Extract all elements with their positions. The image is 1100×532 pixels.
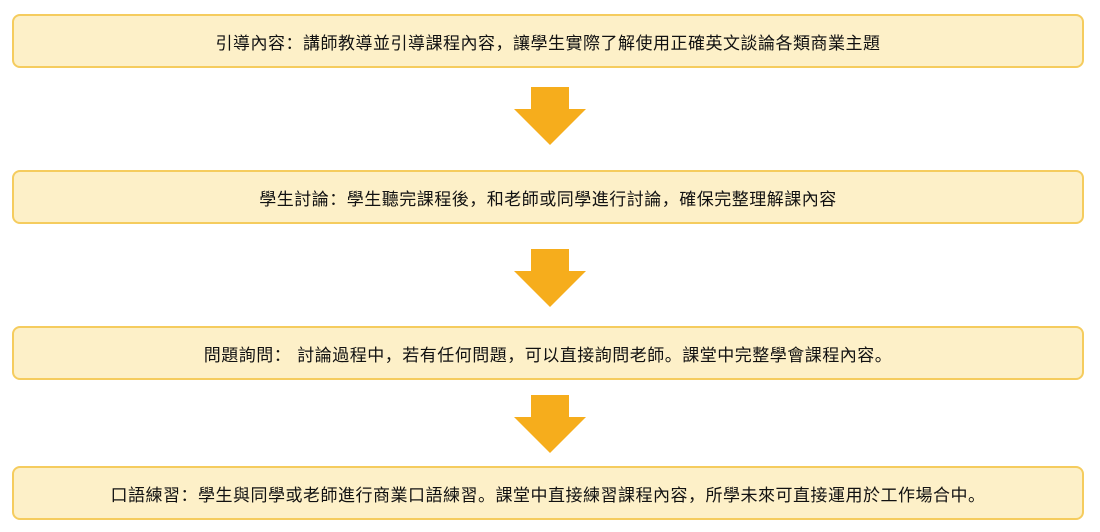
step-text-1: 引導內容：講師教導並引導課程內容，讓學生實際了解使用正確英文談論各類商業主題 xyxy=(215,33,881,54)
down-arrow-shape xyxy=(514,395,586,453)
step-box-4: 口語練習：學生與同學或老師進行商業口語練習。課堂中直接練習課程內容，所學未來可直… xyxy=(12,466,1084,520)
step-box-2: 學生討論：學生聽完課程後，和老師或同學進行討論，確保完整理解課內容 xyxy=(12,170,1084,224)
step-text-2: 學生討論：學生聽完課程後，和老師或同學進行討論，確保完整理解課內容 xyxy=(259,189,837,210)
down-arrow-shape xyxy=(514,249,586,307)
step-box-3: 問題詢問： 討論過程中，若有任何問題，可以直接詢問老師。課堂中完整學會課程內容。 xyxy=(12,326,1084,380)
down-arrow-icon xyxy=(514,87,586,145)
step-box-1: 引導內容：講師教導並引導課程內容，讓學生實際了解使用正確英文談論各類商業主題 xyxy=(12,14,1084,68)
down-arrow-shape xyxy=(514,87,586,145)
step-text-3: 問題詢問： 討論過程中，若有任何問題，可以直接詢問老師。課堂中完整學會課程內容。 xyxy=(203,345,893,366)
down-arrow-icon xyxy=(514,249,586,307)
down-arrow-icon xyxy=(514,395,586,453)
step-text-4: 口語練習：學生與同學或老師進行商業口語練習。課堂中直接練習課程內容，所學未來可直… xyxy=(110,485,986,506)
